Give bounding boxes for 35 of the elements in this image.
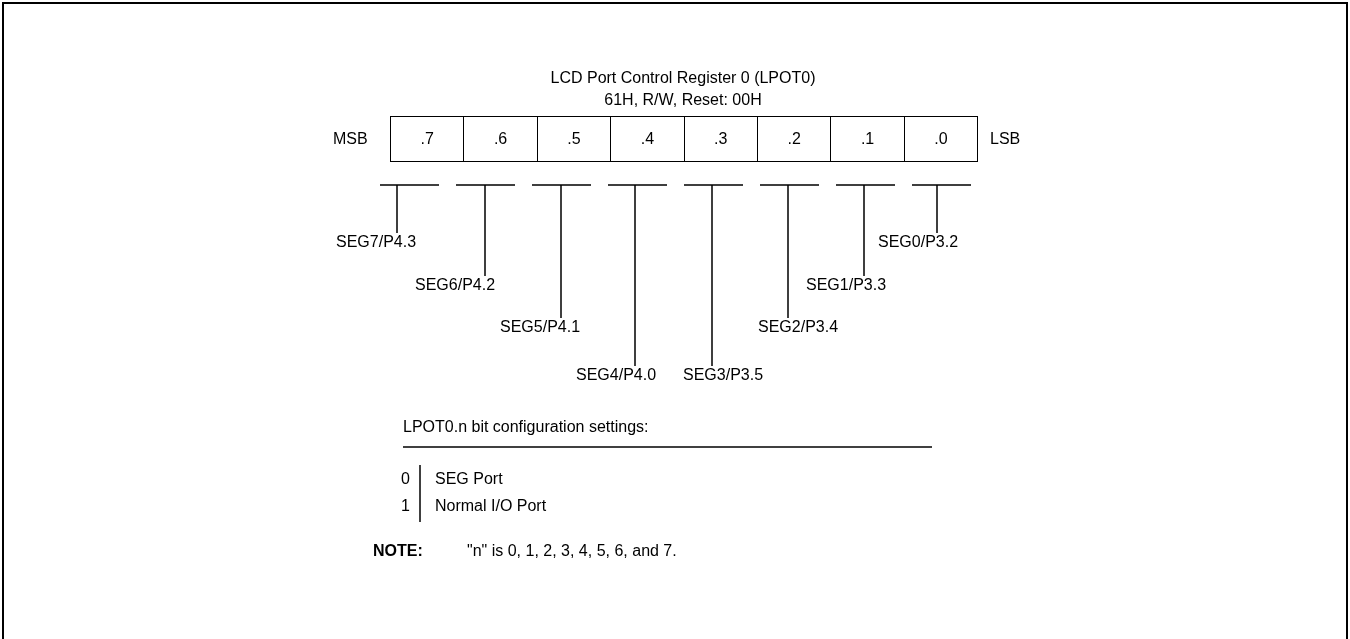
note-heading: NOTE: (373, 541, 423, 561)
leader-line (683, 184, 744, 367)
bit-function-label: SEG6/P4.2 (415, 275, 496, 295)
leader-line (455, 184, 516, 277)
lsb-label: LSB (990, 129, 1021, 149)
leader-line (607, 184, 668, 367)
bit-value: 1 (401, 496, 410, 516)
bit-function-label: SEG2/P3.4 (758, 317, 839, 337)
register-bit-cell: .6 (463, 116, 538, 162)
setting-description: Normal I/O Port (435, 496, 547, 516)
settings-heading: LPOT0.n bit configuration settings: (403, 417, 649, 437)
bit-value: 0 (401, 469, 410, 489)
bit-function-label: SEG5/P4.1 (500, 317, 581, 337)
bit-function-label: SEG0/P3.2 (878, 232, 959, 252)
bit-function-label: SEG3/P3.5 (683, 365, 764, 385)
leader-line (835, 184, 896, 277)
register-bit-cell: .3 (683, 116, 758, 162)
leader-line (531, 184, 592, 319)
register-bit-cell: .2 (757, 116, 832, 162)
register-bit-cell: .5 (536, 116, 612, 162)
leader-line (379, 184, 440, 234)
register-title: LCD Port Control Register 0 (LPOT0) (550, 68, 816, 88)
register-bit-cell: .4 (610, 116, 685, 162)
bit-function-label: SEG7/P4.3 (336, 232, 417, 252)
leader-line (759, 184, 820, 319)
bit-function-label: SEG1/P3.3 (806, 275, 887, 295)
register-bit-cell: .1 (830, 116, 905, 162)
register-bit-cell: .7 (390, 116, 465, 162)
leader-line (911, 184, 972, 234)
register-address-note: 61H, R/W, Reset: 00H (604, 90, 762, 110)
bit-function-label: SEG4/P4.0 (576, 365, 657, 385)
msb-label: MSB (333, 129, 368, 149)
note-text: "n" is 0, 1, 2, 3, 4, 5, 6, and 7. (467, 541, 677, 561)
setting-description: SEG Port (435, 469, 503, 489)
register-bit-cell: .0 (903, 116, 979, 162)
